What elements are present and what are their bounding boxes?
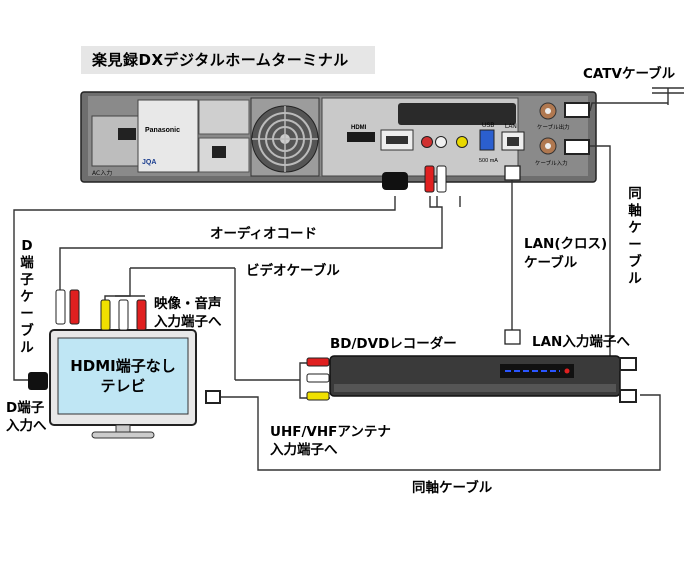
bd-dvd-recorder <box>329 355 621 397</box>
set-top-box: Panasonic AC入力 JQA HDMI <box>80 91 597 183</box>
plugs <box>28 102 637 404</box>
lan-input-label: LAN入力端子へ <box>532 334 630 350</box>
av-input-label-1: 映像・音声 <box>154 296 222 312</box>
hdmi-label: HDMI <box>351 125 367 131</box>
title-background <box>81 46 375 74</box>
d-cable-label: D端子ケーブル <box>20 238 34 356</box>
d-input-label-1: D端子 <box>6 400 45 416</box>
ac-in-label: AC入力 <box>92 169 112 177</box>
recorder-label: BD/DVDレコーダー <box>330 336 457 352</box>
audio-cord-label: オーディオコード <box>210 226 318 242</box>
tv-label-1: HDMI端子なし <box>70 357 176 375</box>
usb-label: USB <box>482 123 494 129</box>
catv-cable-label: CATVケーブル <box>583 66 676 82</box>
cable-lines <box>13 87 684 471</box>
video-cable-label: ビデオケーブル <box>246 263 340 279</box>
usb-current-label: 500 mA <box>479 158 498 164</box>
jqa-label: JQA <box>142 159 156 166</box>
cable-in-label: ケーブル入力 <box>535 159 568 167</box>
lan-cross-label-1: LAN(クロス) <box>524 236 608 252</box>
coax-cable-bottom-label: 同軸ケーブル <box>412 480 493 496</box>
brand-label: Panasonic <box>145 127 180 134</box>
tv <box>49 329 197 439</box>
cable-out-label: ケーブル出力 <box>537 123 570 131</box>
uhf-label-2: 入力端子へ <box>270 442 338 458</box>
lan-cross-label-2: ケーブル <box>524 255 578 271</box>
coax-cable-right-label: 同軸ケーブル <box>628 186 642 287</box>
av-input-label-2: 入力端子へ <box>154 314 222 330</box>
uhf-label-1: UHF/VHFアンテナ <box>270 424 391 440</box>
tv-label-2: テレビ <box>100 377 146 395</box>
d-input-label-2: 入力へ <box>6 418 47 434</box>
diagram-title: 楽見録DXデジタルホームターミナル <box>92 51 349 69</box>
lan-label: LAN <box>505 124 517 130</box>
